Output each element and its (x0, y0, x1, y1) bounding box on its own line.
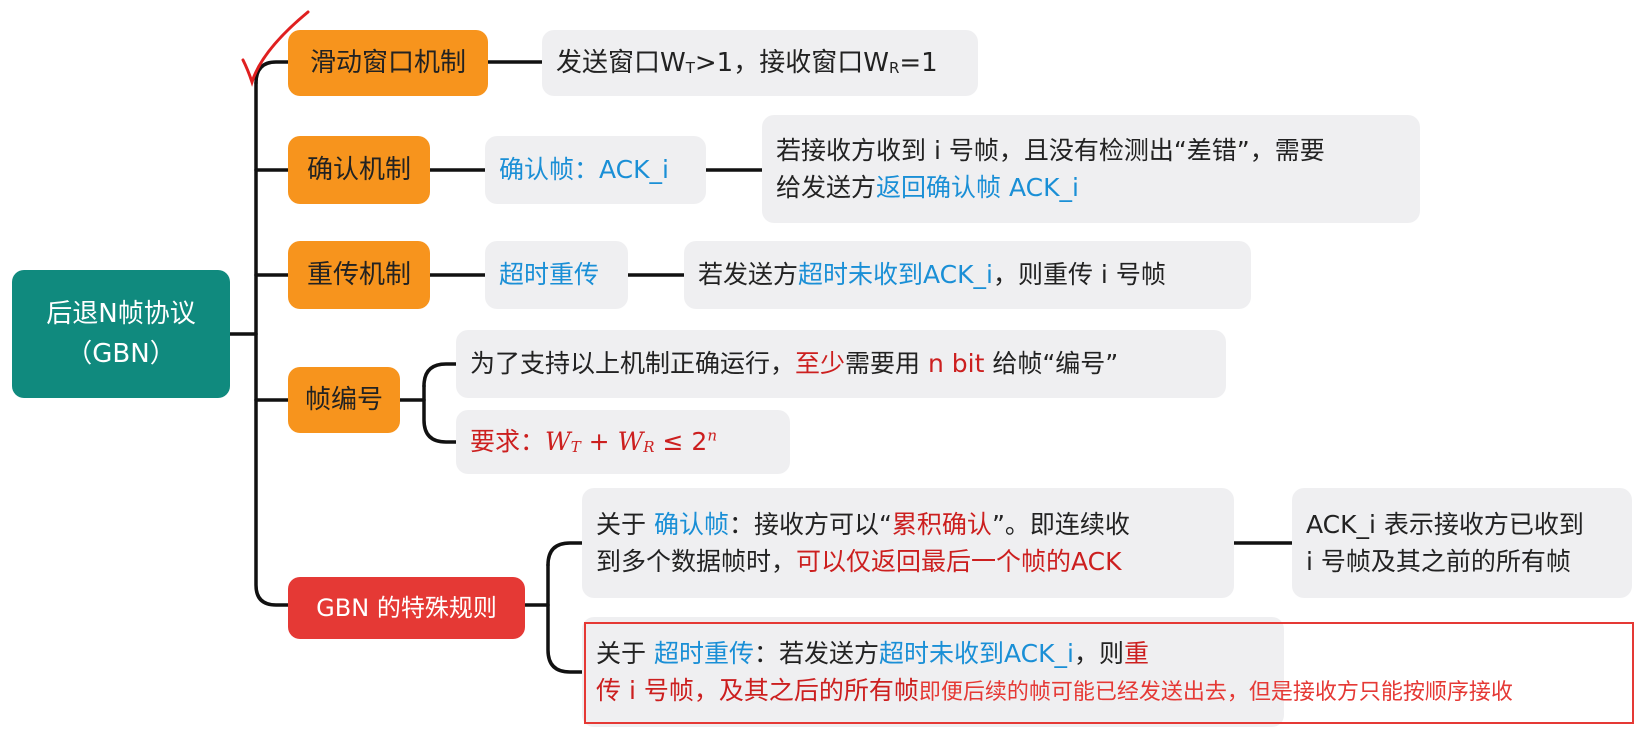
leaf-cumulative-ack: 关于 确认帧：接收方可以“累积确认”。即连续收 到多个数据帧时，可以仅返回最后一… (582, 488, 1234, 598)
check-mark-annotation (241, 10, 310, 87)
leaf-ack-description: 若接收方收到 i 号帧，且没有检测出“差错”，需要 给发送方返回确认帧 ACK_… (762, 115, 1420, 223)
leaf-retransmit-description: 若发送方超时未收到ACK_i，则重传 i 号帧 (684, 241, 1251, 309)
root-title: 后退N帧协议 (46, 298, 196, 329)
branch-retransmission: 重传机制 (288, 241, 430, 309)
leaf-gbn-retransmit: 关于 超时重传：若发送方超时未收到ACK_i，则重 传 i 号帧，及其之后的所有… (582, 617, 1513, 727)
leaf-numbering-bits: 为了支持以上机制正确运行，至少需要用 n bit 给帧“编号” (456, 330, 1226, 398)
branch-ack-mechanism: 确认机制 (288, 136, 430, 204)
leaf-window-requirement: 要求：WT + WR ≤ 2n (456, 410, 790, 474)
annotation-note: 即便后续的帧可能已经发送出去，但是接收方只能按顺序接收 (918, 680, 1513, 705)
branch-frame-numbering: 帧编号 (288, 367, 400, 433)
leaf-ack-frame: 确认帧：ACK_i (485, 136, 706, 204)
branch-sliding-window: 滑动窗口机制 (288, 30, 488, 96)
branch-gbn-special-rules: GBN 的特殊规则 (288, 577, 525, 639)
leaf-timeout-retransmit: 超时重传 (485, 241, 628, 309)
root-node: 后退N帧协议 （GBN） (12, 270, 230, 398)
leaf-window-sizes: 发送窗口WT>1，接收窗口WR=1 (542, 30, 978, 96)
root-subtitle: （GBN） (66, 339, 176, 369)
leaf-ack-i-meaning: ACK_i 表示接收方已收到 i 号帧及其之前的所有帧 (1292, 488, 1632, 598)
